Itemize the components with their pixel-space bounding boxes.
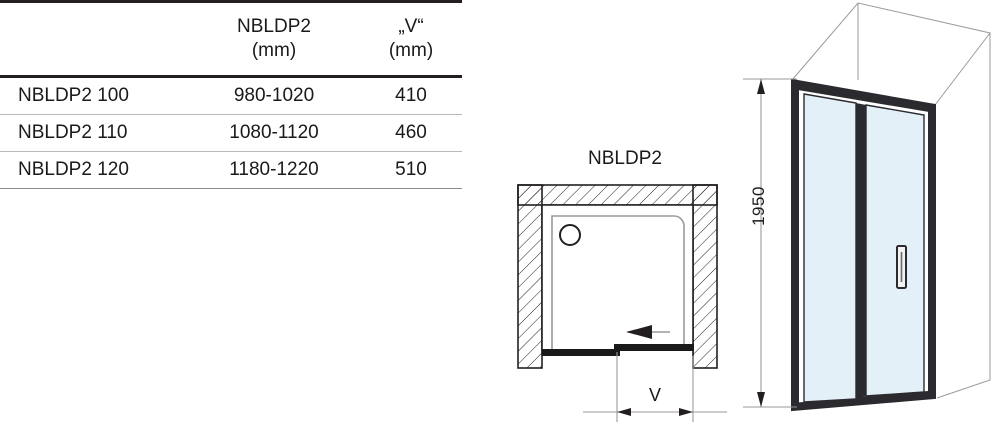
dimension-v-label: V — [648, 385, 661, 405]
center-stile — [856, 103, 866, 399]
enclosure-outline-icon — [791, 2, 991, 399]
drain-circle-icon — [559, 224, 581, 246]
plan-view-diagram: NBLDP2 — [500, 140, 750, 429]
cell-v: 510 — [360, 151, 462, 189]
cell-model: NBLDP2 120 — [0, 151, 188, 189]
dimension-height — [743, 78, 797, 408]
cell-width: 1080-1120 — [188, 114, 360, 152]
cell-width: 980-1020 — [188, 76, 360, 115]
hatched-wall-icon — [517, 184, 718, 369]
spec-table-grid: NBLDP2 (mm) „V“ (mm) NBLDP2 100 980-1020… — [0, 0, 462, 189]
table-row: NBLDP2 100 980-1020 410 — [0, 76, 462, 115]
dimension-v — [583, 352, 727, 422]
header-v-unit: (mm) — [388, 40, 434, 61]
header-width-column: NBLDP2 (mm) — [188, 0, 360, 78]
cell-v: 410 — [360, 76, 462, 115]
plan-view-title: NBLDP2 — [588, 148, 662, 169]
isometric-drawing — [743, 2, 991, 412]
header-v-title: „V“ — [398, 15, 424, 37]
door-handle-icon — [896, 245, 907, 289]
isometric-view-diagram: 1950 — [735, 0, 1000, 429]
header-v-column: „V“ (mm) — [360, 0, 462, 78]
sliding-door-panels — [542, 344, 694, 356]
table-body: NBLDP2 100 980-1020 410 NBLDP2 110 1080-… — [0, 76, 462, 189]
plan-view-drawing — [517, 184, 727, 422]
header-width-unit: (mm) — [251, 40, 297, 61]
cell-width: 1180-1220 — [188, 151, 360, 189]
cell-model: NBLDP2 100 — [0, 76, 188, 115]
specification-table: NBLDP2 (mm) „V“ (mm) NBLDP2 100 980-1020… — [0, 0, 462, 190]
glass-panel-icon — [803, 93, 925, 403]
cell-model: NBLDP2 110 — [0, 114, 188, 152]
cell-v: 460 — [360, 114, 462, 152]
table-header: NBLDP2 (mm) „V“ (mm) — [0, 0, 462, 78]
table-row: NBLDP2 120 1180-1220 510 — [0, 151, 462, 189]
header-width-title: NBLDP2 — [237, 15, 311, 37]
arrow-left-icon — [626, 325, 670, 339]
dimension-height-label: 1950 — [749, 186, 768, 226]
header-model-column — [0, 0, 188, 78]
table-row: NBLDP2 110 1080-1120 460 — [0, 114, 462, 152]
table-header-row: NBLDP2 (mm) „V“ (mm) — [0, 0, 462, 78]
